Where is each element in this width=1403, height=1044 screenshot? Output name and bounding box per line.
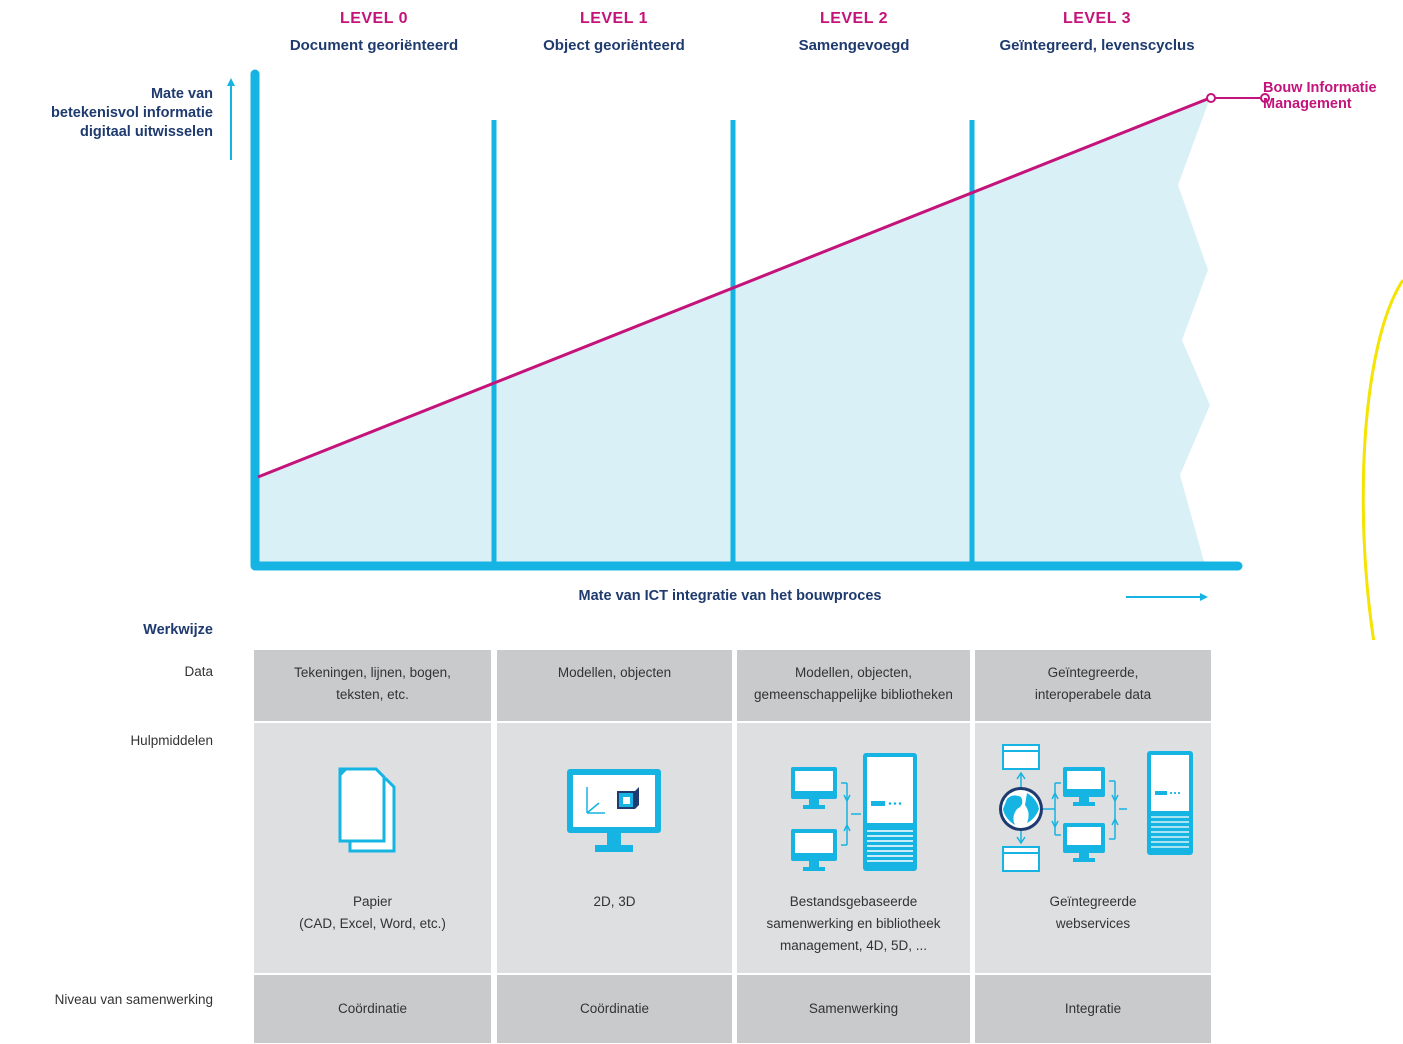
data-cell-3: Geïntegreerde, interoperabele data <box>975 650 1211 721</box>
bim-label-line: Bouw Informatie <box>1263 80 1377 96</box>
row-label-data: Data <box>184 664 213 679</box>
data-cell-line: Tekeningen, lijnen, bogen, <box>294 665 451 680</box>
bim-label: Bouw Informatie Management <box>1263 80 1377 112</box>
level-2-subtitle: Samengevoegd <box>798 37 910 54</box>
level-0-subtitle: Document georiënteerd <box>289 37 459 54</box>
row-label-tools: Hulpmiddelen <box>130 733 213 748</box>
paper-documents-icon <box>338 767 396 853</box>
bim-trend-line <box>257 96 1211 479</box>
level-3-subtitle: Geïntegreerd, levenscyclus <box>999 37 1195 54</box>
x-axis-arrow-icon <box>1126 593 1208 601</box>
tools-cell-text: Geïntegreerde webservices <box>975 891 1211 935</box>
tools-cell-line: (CAD, Excel, Word, etc.) <box>299 916 446 931</box>
y-axis-label-line: betekenisvol informatie <box>51 105 213 121</box>
tools-cell-line: Geïntegreerde <box>1049 894 1137 909</box>
bim-level-diagram <box>227 69 1403 640</box>
y-axis-label-line: Mate van <box>150 86 213 102</box>
tools-cell-line: Papier <box>352 894 393 909</box>
tools-cell-text: 2D, 3D <box>497 891 732 913</box>
tools-cell-0: Papier (CAD, Excel, Word, etc.) <box>254 723 491 973</box>
y-axis-arrow-icon <box>227 78 235 160</box>
tools-cell-text: Bestandsgebaseerde samenwerking en bibli… <box>737 891 970 957</box>
tools-cell-text: Papier (CAD, Excel, Word, etc.) <box>254 891 491 935</box>
data-cell-2: Modellen, objecten, gemeenschappelijke bi… <box>737 650 970 721</box>
bim-callout-dot <box>1260 93 1270 103</box>
level-2-title: LEVEL 2 <box>819 10 889 27</box>
chart-axes <box>250 69 1243 571</box>
data-cell-1: Modellen, objecten <box>497 650 732 721</box>
bim-label-line: Management <box>1263 96 1352 112</box>
yellow-highlight-arc <box>1361 279 1403 640</box>
y-axis-label-line: digitaal uitwisselen <box>80 124 213 140</box>
data-cell-line: Geïntegreerde, <box>1047 665 1139 680</box>
row-label-niveau: Niveau van samenwerking <box>54 992 213 1007</box>
level-3-title: LEVEL 3 <box>1062 10 1132 27</box>
niveau-cell-3: Integratie <box>975 975 1211 1043</box>
data-cell-0: Tekeningen, lijnen, bogen, teksten, etc. <box>254 650 491 721</box>
tools-cell-line: 2D, 3D <box>593 894 636 909</box>
data-cell-line: teksten, etc. <box>336 687 409 702</box>
werkwijze-heading: Werkwijze <box>143 622 213 638</box>
bim-line-end-dot <box>1206 93 1216 103</box>
monitor-3d-icon <box>567 769 661 852</box>
tools-cell-3: Geïntegreerde webservices <box>975 723 1211 973</box>
file-sharing-network-icon <box>791 753 917 871</box>
niveau-cell-2: Samenwerking <box>737 975 970 1043</box>
data-cell-line: Modellen, objecten <box>557 665 672 680</box>
level-1-subtitle: Object georiënteerd <box>543 37 685 54</box>
niveau-cell-1: Coördinatie <box>497 975 732 1043</box>
tools-cell-line: management, 4D, 5D, ... <box>779 938 928 953</box>
data-cell-line: Modellen, objecten, <box>794 665 913 680</box>
tools-cell-1: 2D, 3D <box>497 723 732 973</box>
webservices-globe-icon <box>999 744 1193 872</box>
tools-cell-line: Bestandsgebaseerde <box>789 894 918 909</box>
tools-cell-2: Bestandsgebaseerde samenwerking en bibli… <box>737 723 970 973</box>
tools-cell-line: samenwerking en bibliotheek <box>766 916 941 931</box>
level-0-title: LEVEL 0 <box>339 10 409 27</box>
data-cell-line: interoperabele data <box>1034 687 1152 702</box>
data-cell-line: gemeenschappelijke bibliotheken <box>754 687 953 702</box>
niveau-cell-0: Coördinatie <box>254 975 491 1043</box>
x-axis-label: Mate van ICT integratie van het bouwproc… <box>578 588 882 604</box>
y-axis-label: Mate van betekenisvol informatie digitaa… <box>0 85 213 142</box>
level-1-title: LEVEL 1 <box>579 10 649 27</box>
tools-cell-line: webservices <box>1055 916 1131 931</box>
